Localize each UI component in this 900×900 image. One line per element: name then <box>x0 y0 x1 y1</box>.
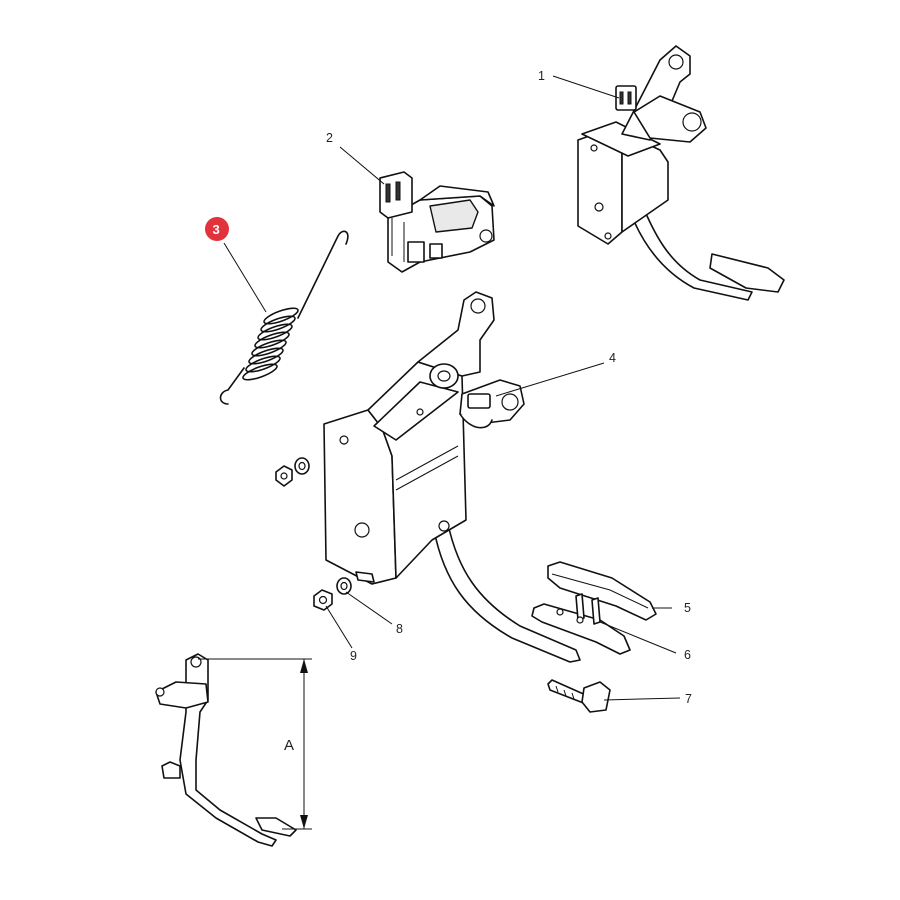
part-6-pad-plate[interactable] <box>531 593 631 655</box>
callout-9: 9 <box>350 649 357 663</box>
callout-6: 6 <box>684 648 691 662</box>
part-3-return-spring[interactable] <box>219 230 349 405</box>
callout-1: 1 <box>538 69 545 83</box>
callout-7: 7 <box>685 692 692 706</box>
callout-8: 8 <box>396 622 403 636</box>
part-4-pedal-box[interactable] <box>323 291 581 663</box>
part-9-nut[interactable] <box>313 589 333 611</box>
callout-4: 4 <box>609 351 616 365</box>
highlight-badge <box>205 217 229 241</box>
callout-3: 3 <box>213 222 220 237</box>
spring-coils <box>242 307 299 381</box>
callout-3-highlighted[interactable]: 3 <box>205 217 229 241</box>
fastener-nuts-pair <box>275 457 310 487</box>
part-1-pedal-assembly[interactable] <box>577 45 785 301</box>
part-2-sensor-unit[interactable] <box>379 171 495 273</box>
callout-5: 5 <box>684 601 691 615</box>
dimension-label: A <box>284 737 294 754</box>
dimension-line-a: A <box>198 658 312 830</box>
leader-lines <box>223 75 681 701</box>
part-8-washer[interactable] <box>336 577 352 595</box>
part-7-switch-key[interactable] <box>547 679 611 713</box>
dimension-pedal-sketch <box>155 653 297 847</box>
callout-2: 2 <box>326 131 333 145</box>
part-5-pedal-pad[interactable] <box>547 561 657 621</box>
